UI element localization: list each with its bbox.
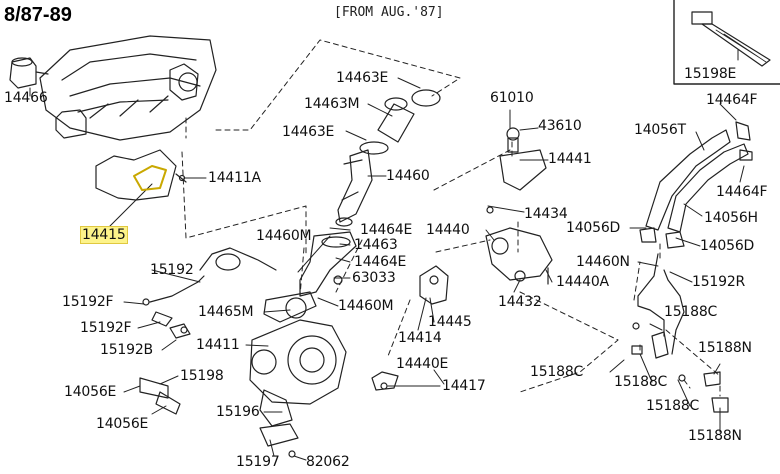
part-label-14464F[interactable]: 14464F bbox=[716, 184, 768, 200]
inset-box-15198E bbox=[673, 0, 780, 85]
part-label-14463M[interactable]: 14463M bbox=[304, 96, 360, 112]
part-label-14463E[interactable]: 14463E bbox=[282, 124, 335, 140]
water-pipes-right bbox=[631, 121, 753, 413]
part-label-15192[interactable]: 15192 bbox=[150, 262, 194, 278]
intake-tubes bbox=[335, 89, 441, 227]
part-label-14460[interactable]: 14460 bbox=[386, 168, 430, 184]
part-label-15198E[interactable]: 15198E bbox=[684, 66, 737, 82]
part-label-14056E[interactable]: 14056E bbox=[64, 384, 117, 400]
part-label-15188C[interactable]: 15188C bbox=[530, 364, 584, 380]
part-label-14463E[interactable]: 14463E bbox=[336, 70, 389, 86]
center-parts bbox=[371, 127, 553, 391]
part-label-14440[interactable]: 14440 bbox=[426, 222, 470, 238]
part-label-15197[interactable]: 15197 bbox=[236, 454, 280, 470]
part-label-14056E[interactable]: 14056E bbox=[96, 416, 149, 432]
oil-lines-left bbox=[139, 247, 277, 415]
engine-block-drawing bbox=[9, 35, 217, 141]
part-label-14465M[interactable]: 14465M bbox=[198, 304, 254, 320]
part-label-15192F[interactable]: 15192F bbox=[62, 294, 114, 310]
part-label-14056H[interactable]: 14056H bbox=[704, 210, 758, 226]
part-label-14434[interactable]: 14434 bbox=[524, 206, 568, 222]
part-label-15192F[interactable]: 15192F bbox=[80, 320, 132, 336]
part-label-14414[interactable]: 14414 bbox=[398, 330, 442, 346]
part-label-15192B[interactable]: 15192B bbox=[100, 342, 153, 358]
part-label-14417[interactable]: 14417 bbox=[442, 378, 486, 394]
part-label-14440A[interactable]: 14440A bbox=[556, 274, 609, 290]
part-label-15196[interactable]: 15196 bbox=[216, 404, 260, 420]
part-label-14056T[interactable]: 14056T bbox=[634, 122, 686, 138]
part-label-61010[interactable]: 61010 bbox=[490, 90, 534, 106]
part-label-14460M[interactable]: 14460M bbox=[256, 228, 312, 244]
leader-lines bbox=[181, 39, 721, 397]
part-label-15188C[interactable]: 15188C bbox=[646, 398, 700, 414]
part-label-14411A[interactable]: 14411A bbox=[208, 170, 261, 186]
part-label-15188N[interactable]: 15188N bbox=[698, 340, 752, 356]
part-label-14415-highlighted[interactable]: 14415 bbox=[80, 226, 128, 244]
part-label-14441[interactable]: 14441 bbox=[548, 151, 592, 167]
part-label-14460M[interactable]: 14460M bbox=[338, 298, 394, 314]
gasket-14415-drawing bbox=[95, 149, 187, 201]
turbocharger-drawing bbox=[249, 231, 357, 458]
part-label-43610[interactable]: 43610 bbox=[538, 118, 582, 134]
part-label-14440E[interactable]: 14440E bbox=[396, 356, 449, 372]
part-label-15188C[interactable]: 15188C bbox=[614, 374, 668, 390]
part-label-14460N[interactable]: 14460N bbox=[576, 254, 630, 270]
part-label-15192R[interactable]: 15192R bbox=[692, 274, 746, 290]
part-label-14466[interactable]: 14466 bbox=[4, 90, 48, 106]
part-label-82062[interactable]: 82062 bbox=[306, 454, 350, 470]
part-label-15188N[interactable]: 15188N bbox=[688, 428, 742, 444]
part-label-14464F[interactable]: 14464F bbox=[706, 92, 758, 108]
solid-leaders bbox=[29, 49, 745, 461]
part-label-14432[interactable]: 14432 bbox=[498, 294, 542, 310]
production-note: [FROM AUG.'87] bbox=[334, 5, 444, 20]
part-label-14411[interactable]: 14411 bbox=[196, 337, 240, 353]
part-label-14464E[interactable]: 14464E bbox=[354, 254, 407, 270]
part-label-15188C[interactable]: 15188C bbox=[664, 304, 718, 320]
part-label-14056D[interactable]: 14056D bbox=[700, 238, 755, 254]
part-label-15198[interactable]: 15198 bbox=[180, 368, 224, 384]
date-range-title: 8/87-89 bbox=[4, 4, 72, 26]
part-label-14056D[interactable]: 14056D bbox=[566, 220, 621, 236]
part-label-14463[interactable]: 14463 bbox=[354, 237, 398, 253]
part-label-63033[interactable]: 63033 bbox=[352, 270, 396, 286]
part-label-14464E[interactable]: 14464E bbox=[360, 222, 413, 238]
part-label-14445[interactable]: 14445 bbox=[428, 314, 472, 330]
